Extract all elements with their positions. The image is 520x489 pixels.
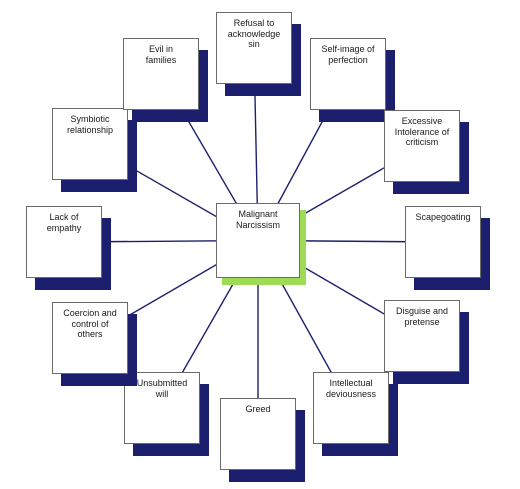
node-label: Greed xyxy=(220,398,296,470)
node-label: Scapegoating xyxy=(405,206,481,278)
node-scapegoating: Scapegoating xyxy=(405,206,490,290)
node-greed: Greed xyxy=(220,398,305,482)
